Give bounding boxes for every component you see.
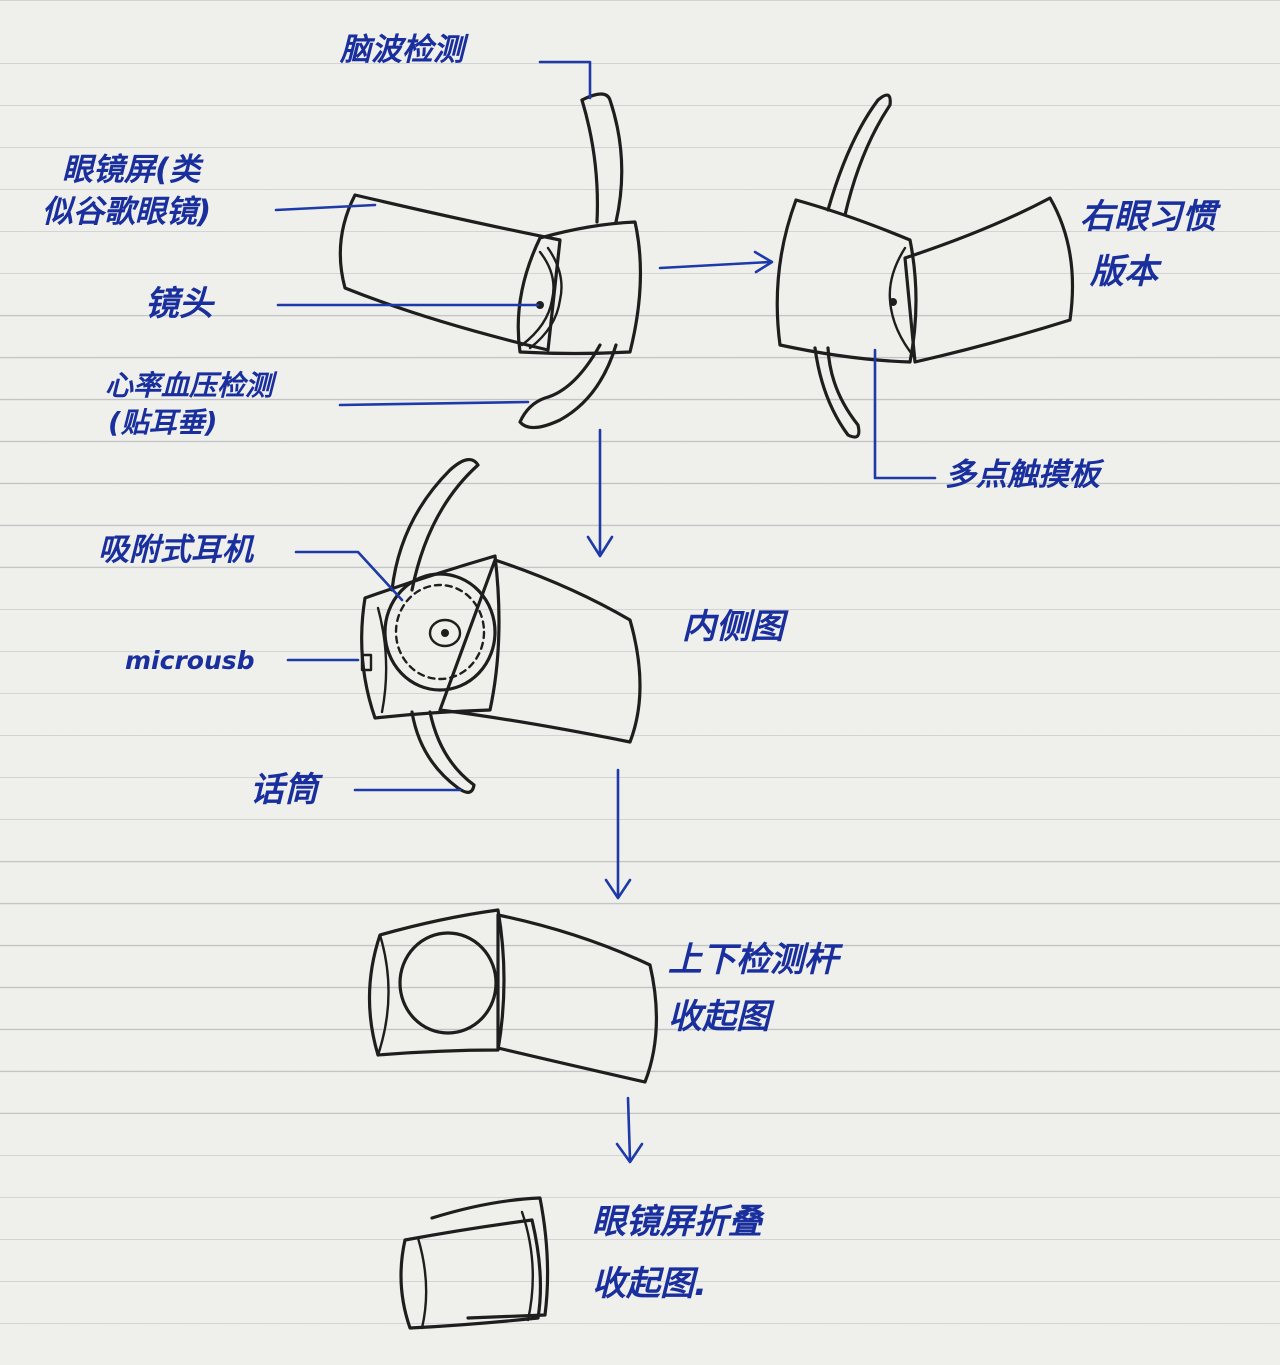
annotation-leaders (274, 60, 937, 792)
label-heart-rate-line1: 心率血压检测 (105, 369, 274, 402)
label-heart-rate-line2: (贴耳垂) (108, 406, 218, 439)
label-multitouch-pad: 多点触摸板 (945, 457, 1100, 493)
label-lens: 镜头 (145, 284, 213, 324)
device-inner-view-sketch (360, 458, 642, 794)
label-glasses-screen-line2: 似谷歌眼镜) (42, 194, 212, 230)
label-right-eye-line1: 右眼习惯 (1080, 197, 1216, 237)
label-right-eye-line2: 版本 (1090, 252, 1158, 292)
label-screen-folded-line2: 收起图. (592, 1264, 707, 1304)
label-microusb: microusb (125, 646, 255, 675)
label-inner-view: 内侧图 (682, 607, 784, 647)
device-right-eye-sketch (775, 93, 1075, 439)
label-microphone: 话筒 (250, 770, 318, 810)
label-screen-folded-line1: 眼镜屏折叠 (592, 1202, 762, 1242)
label-rods-folded-line2: 收起图 (668, 997, 770, 1037)
flow-arrows (586, 250, 774, 1164)
device-rods-folded-sketch (367, 908, 659, 1084)
device-left-eye-sketch (338, 92, 643, 430)
label-magnetic-earphone: 吸附式耳机 (98, 532, 253, 568)
device-screen-folded-sketch (399, 1196, 550, 1330)
label-glasses-screen-line1: 眼镜屏(类 (62, 152, 201, 188)
label-brainwave-sensor: 脑波检测 (340, 32, 464, 68)
label-rods-folded-line1: 上下检测杆 (668, 940, 838, 980)
